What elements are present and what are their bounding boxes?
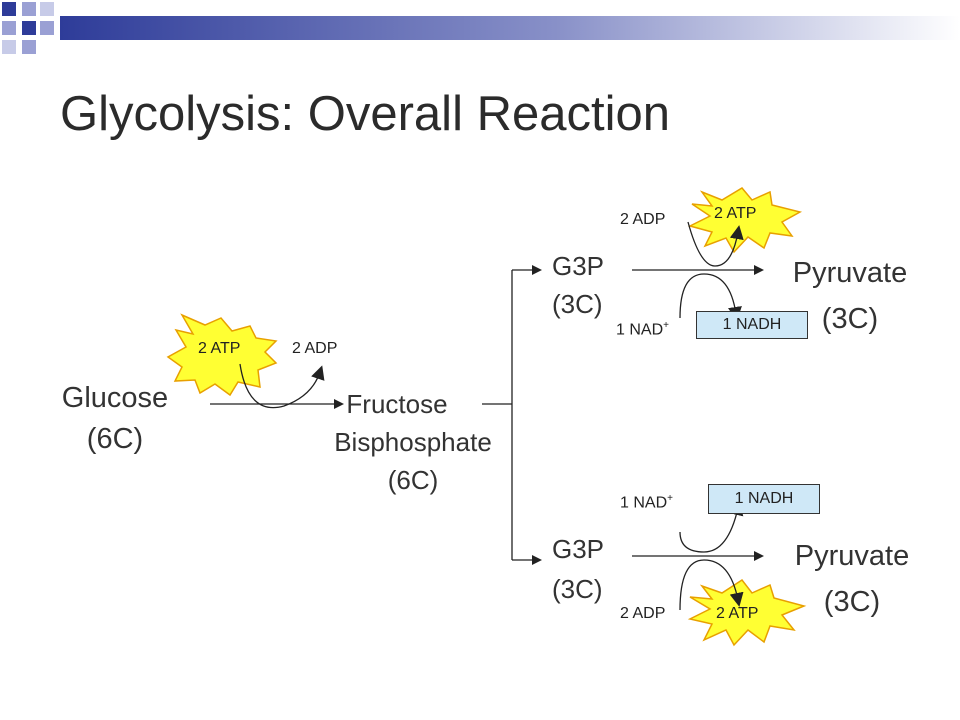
- lower-nad-label: 1 NAD+: [620, 493, 673, 513]
- curve-lower-nad-to-nadh: [679, 501, 744, 553]
- curve-atp-to-adp: [239, 363, 325, 409]
- upper-pyruvate-carbons: (3C): [821, 303, 879, 335]
- glucose-name: Glucose: [61, 382, 169, 414]
- upper-nad-label: 1 NAD+: [616, 320, 669, 340]
- deco-square: [2, 40, 16, 54]
- upper-g3p-name: G3P: [552, 251, 605, 281]
- curve-upper-adp-to-atp: [687, 221, 744, 267]
- header-decoration: [2, 2, 960, 54]
- glucose-label: Glucose (6C): [40, 381, 190, 457]
- deco-square: [2, 21, 16, 35]
- lower-nadh-text: 1 NADH: [734, 490, 794, 507]
- atp-starburst-lower: [687, 578, 807, 647]
- upper-pyruvate-label: Pyruvate (3C): [770, 250, 930, 342]
- deco-square: [2, 2, 16, 16]
- slide-title: Glycolysis: Overall Reaction: [60, 87, 670, 141]
- upper-nad-text: 1 NAD: [616, 321, 664, 339]
- deco-square: [40, 2, 54, 16]
- step1-atp-label: 2 ATP: [198, 340, 241, 357]
- fructose-carbons: (6C): [387, 465, 439, 495]
- upper-nad-plus: +: [663, 320, 669, 331]
- lower-adp-label: 2 ADP: [620, 605, 666, 622]
- atp-starburst-step1: [166, 313, 278, 397]
- curve-lower-adp-to-atp: [679, 559, 744, 611]
- curve-upper-nad-to-nadh: [679, 273, 742, 321]
- upper-g3p-label: G3P (3C): [552, 247, 604, 323]
- lower-nad-text: 1 NAD: [620, 494, 668, 512]
- deco-square: [22, 2, 36, 16]
- fructose-name-line2: Bisphosphate: [334, 427, 492, 457]
- atp-starburst-upper: [687, 187, 803, 254]
- lower-pyruvate-label: Pyruvate (3C): [772, 533, 932, 625]
- deco-square: [40, 21, 54, 35]
- deco-square: [22, 40, 36, 54]
- upper-adp-label: 2 ADP: [620, 211, 666, 228]
- deco-square: [22, 21, 36, 35]
- upper-pyruvate-name: Pyruvate: [792, 257, 908, 289]
- fructose-name: Fructose: [346, 389, 448, 419]
- lower-pyruvate-name: Pyruvate: [794, 540, 910, 572]
- lower-g3p-name: G3P: [552, 534, 605, 564]
- header-bar: [60, 16, 960, 40]
- upper-atp-label: 2 ATP: [714, 205, 757, 222]
- upper-g3p-carbons: (3C): [552, 289, 603, 319]
- lower-g3p-label: G3P (3C): [552, 529, 604, 609]
- lower-nadh-box: 1 NADH: [708, 484, 820, 514]
- upper-nadh-box: 1 NADH: [696, 311, 808, 339]
- fructose-label: Fructose Bisphosphate (6C): [306, 385, 520, 499]
- step1-adp-label: 2 ADP: [292, 340, 338, 357]
- lower-g3p-carbons: (3C): [552, 574, 603, 604]
- glucose-carbons: (6C): [86, 422, 144, 455]
- lower-nad-plus: +: [667, 493, 673, 504]
- lower-pyruvate-carbons: (3C): [823, 586, 881, 618]
- upper-nadh-text: 1 NADH: [722, 316, 782, 333]
- lower-atp-label: 2 ATP: [716, 605, 759, 622]
